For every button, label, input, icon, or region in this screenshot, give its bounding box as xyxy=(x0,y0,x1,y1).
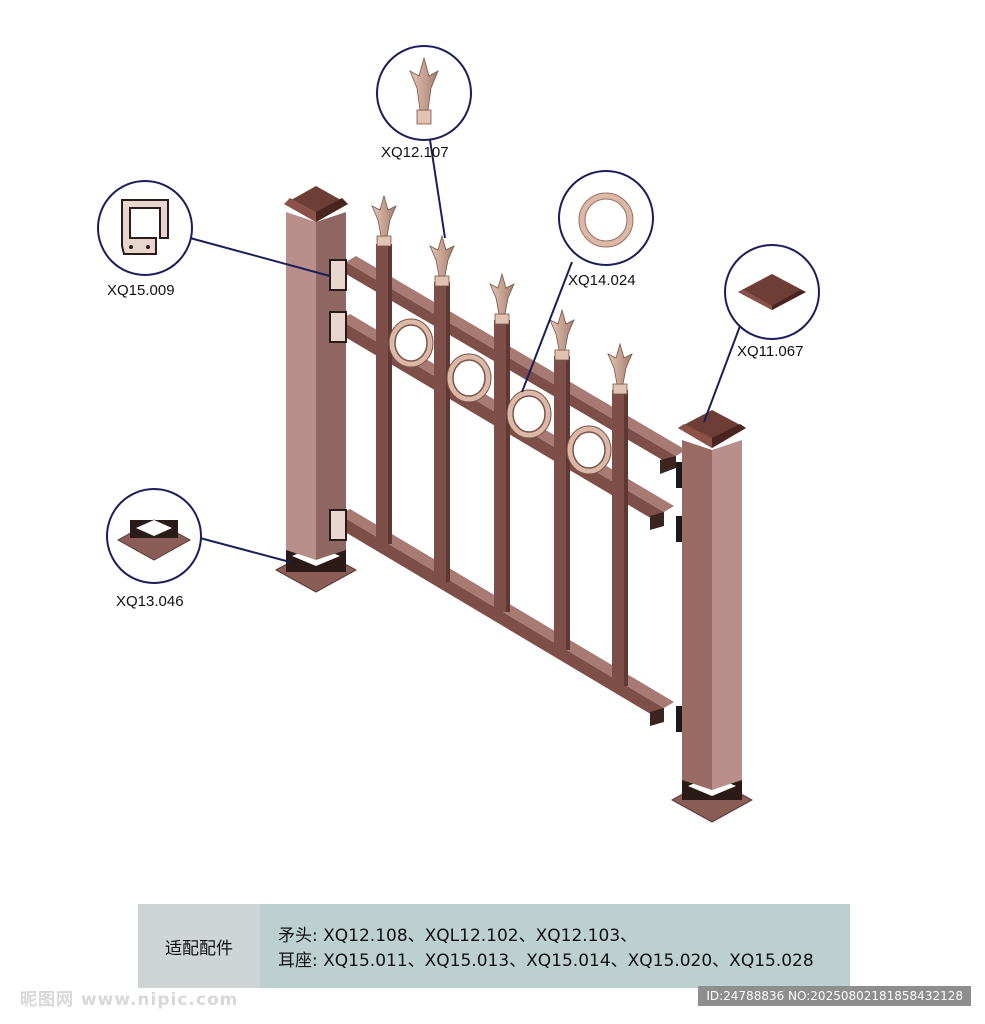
spear-heads xyxy=(371,194,633,395)
callout-base xyxy=(106,488,202,584)
left-post xyxy=(274,186,358,593)
compatible-parts-legend: 适配配件 矛头: XQ12.108、XQL12.102、XQ12.103、 耳座… xyxy=(138,904,850,988)
callout-ear-seat xyxy=(97,180,193,276)
label-ear-seat: XQ15.009 xyxy=(107,282,175,299)
label-base: XQ13.046 xyxy=(116,593,184,610)
callout-ring xyxy=(558,170,654,266)
watermark-logo: 昵图网 www.nipic.com xyxy=(20,990,239,1010)
label-post-cap: XQ11.067 xyxy=(737,343,804,360)
label-ring: XQ14.024 xyxy=(568,272,636,289)
decorative-rings xyxy=(388,318,612,475)
fence-diagram xyxy=(97,45,820,823)
pickets xyxy=(376,244,628,686)
legend-line-spear: 矛头: XQ12.108、XQL12.102、XQ12.103、 xyxy=(278,926,638,946)
callout-post-cap xyxy=(724,244,820,340)
leader-lines xyxy=(189,139,741,563)
legend-title: 适配配件 xyxy=(138,904,260,988)
callout-spear-head xyxy=(376,45,472,141)
legend-body: 矛头: XQ12.108、XQL12.102、XQ12.103、 耳座: XQ1… xyxy=(260,904,850,988)
label-spear-head: XQ12.107 xyxy=(381,144,449,161)
right-post xyxy=(670,410,754,823)
legend-line-ear-seat: 耳座: XQ15.011、XQ15.013、XQ15.014、XQ15.020、… xyxy=(278,951,814,971)
top-rail xyxy=(346,256,686,474)
watermark-id: ID:24788836 NO:20250802181858432128 xyxy=(698,986,971,1006)
